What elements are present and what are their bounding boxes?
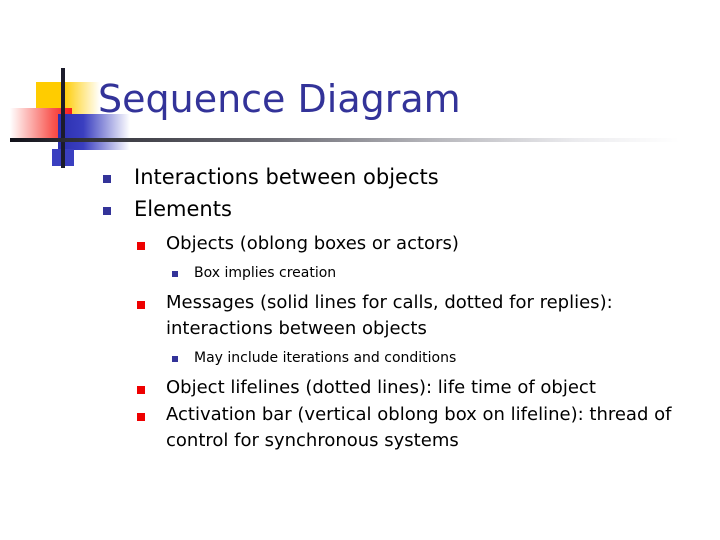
bullet-square-icon: [137, 413, 145, 421]
list-item: Messages (solid lines for calls, dotted …: [0, 290, 720, 342]
bullet-square-icon: [172, 356, 178, 362]
design-logo-mark: [0, 58, 700, 168]
list-item: Elements: [0, 194, 720, 225]
list-item: Interactions between objects: [0, 162, 720, 193]
horizontal-title-rule: [10, 138, 700, 142]
vertical-rule-icon: [61, 68, 65, 168]
blue-square-icon: [58, 114, 130, 150]
bullet-square-icon: [137, 242, 145, 250]
bullet-square-icon: [103, 175, 111, 183]
list-item-label: Interactions between objects: [134, 165, 439, 189]
bullet-square-icon: [137, 386, 145, 394]
bullet-square-icon: [137, 301, 145, 309]
list-item-label: Elements: [134, 197, 232, 221]
list-item-label: Objects (oblong boxes or actors): [166, 233, 459, 254]
bullet-square-icon: [172, 271, 178, 277]
list-item-label: Object lifelines (dotted lines): life ti…: [166, 377, 596, 398]
list-item: Object lifelines (dotted lines): life ti…: [0, 375, 720, 401]
list-item-label: Box implies creation: [194, 265, 337, 281]
bullet-square-icon: [103, 207, 111, 215]
page-title: Sequence Diagram: [98, 77, 461, 121]
list-item: Activation bar (vertical oblong box on l…: [0, 402, 720, 454]
list-item-label: Activation bar (vertical oblong box on l…: [166, 404, 672, 451]
list-item: Objects (oblong boxes or actors): [0, 231, 720, 257]
list-item-label: May include iterations and conditions: [194, 350, 457, 366]
list-item: Box implies creation: [0, 262, 720, 284]
list-item: May include iterations and conditions: [0, 347, 720, 369]
bullet-list: Interactions between objects Elements Ob…: [0, 162, 720, 454]
list-item-label: Messages (solid lines for calls, dotted …: [166, 292, 613, 339]
